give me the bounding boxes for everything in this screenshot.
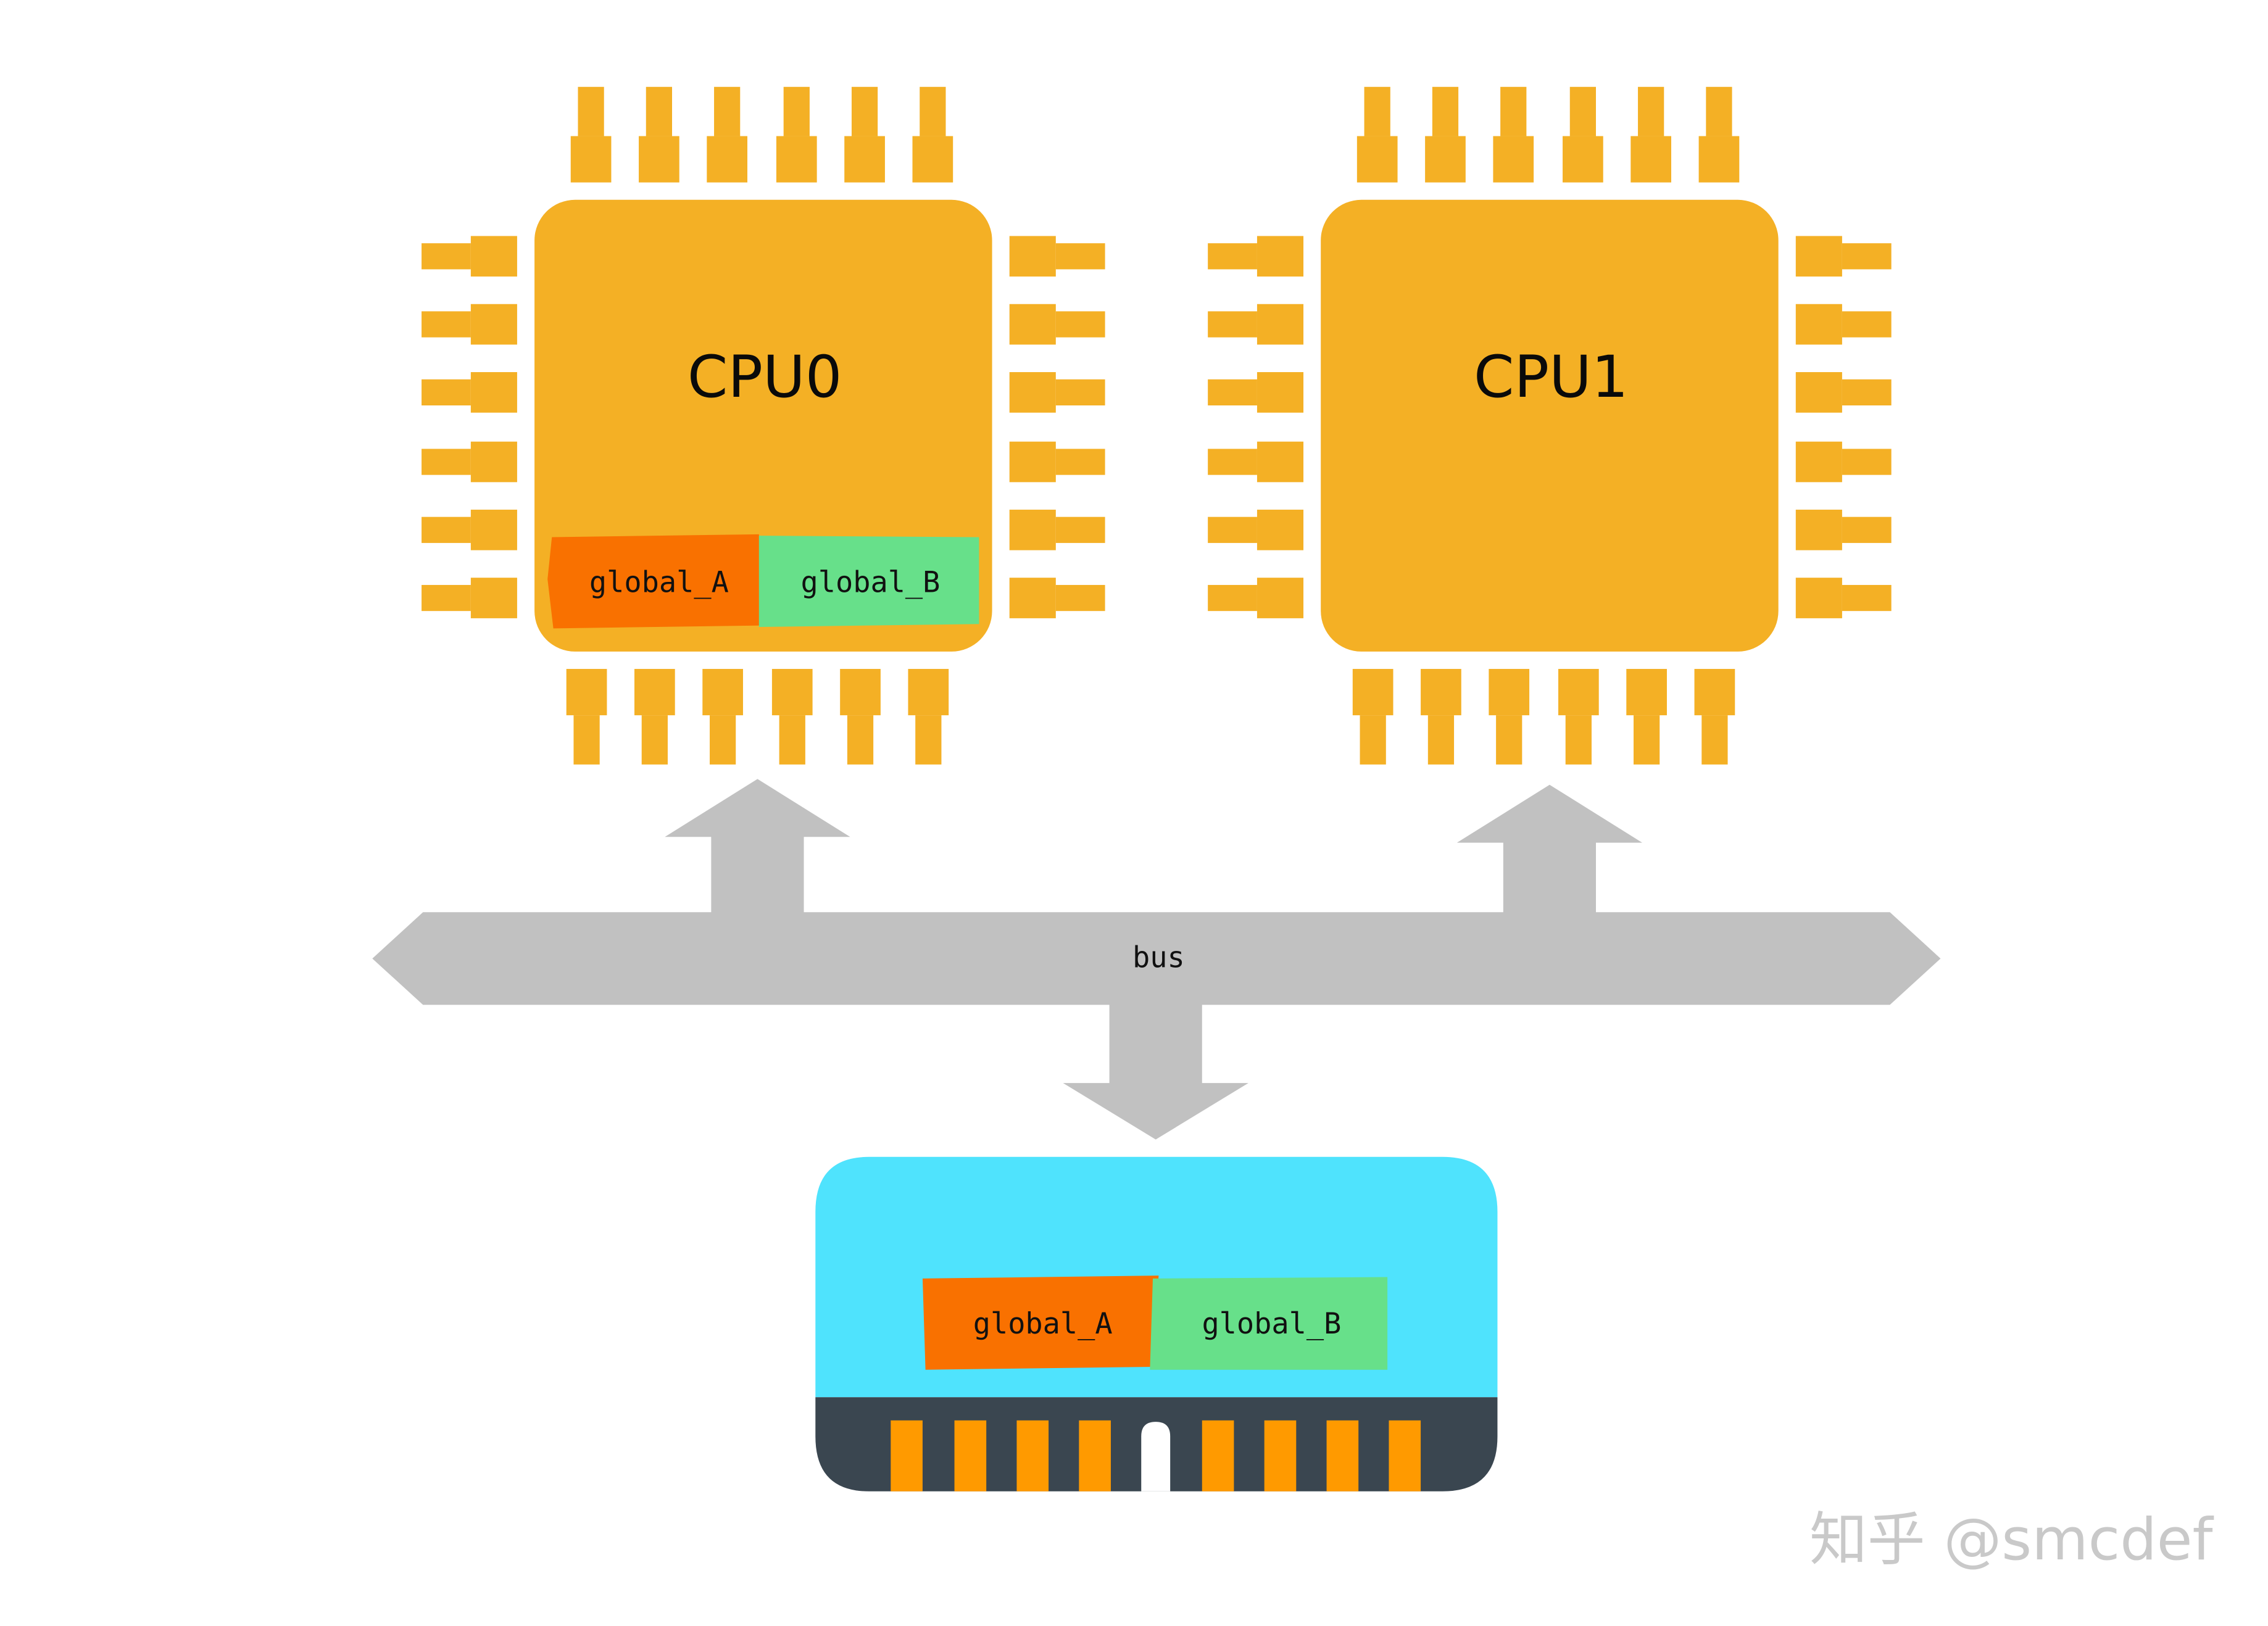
- bus-arrow-to-memory: [1063, 1003, 1248, 1140]
- cpu0-chip: CPU0 global_A global_B: [422, 86, 1105, 765]
- cpu1-bottom-pins: [1352, 669, 1735, 765]
- memory-global-b-cell: [1150, 1277, 1388, 1370]
- memory-global-a-label: global_A: [973, 1307, 1113, 1341]
- memory-notch: [1141, 1422, 1171, 1491]
- bus-label: bus: [1132, 940, 1185, 974]
- cpu1-right-pins: [1795, 236, 1892, 618]
- main-memory: global_A global_B: [815, 1156, 1498, 1491]
- cpu0-global-a-label: global_A: [589, 566, 729, 600]
- cpu0-top-pins: [570, 86, 953, 183]
- cpu0-label: CPU0: [687, 344, 842, 411]
- bus-bar: [372, 912, 1941, 1005]
- memory-global-a-cell: [922, 1275, 1159, 1370]
- cpu0-global-b-label: global_B: [800, 566, 940, 600]
- bus-arrow-to-cpu0: [665, 779, 850, 914]
- cpu1-label: CPU1: [1474, 344, 1629, 411]
- cpu0-left-pins: [422, 236, 517, 618]
- cpu1-body: [1321, 199, 1779, 652]
- system-bus: bus: [372, 779, 1941, 1140]
- cpu0-global-b-cell: [758, 536, 979, 627]
- cpu0-global-a-cell: [547, 534, 762, 629]
- memory-contacts: [891, 1420, 1421, 1491]
- memory-cache-line: global_A global_B: [922, 1275, 1388, 1370]
- cpu1-top-pins: [1356, 86, 1740, 183]
- bus-arrow-to-cpu1: [1456, 784, 1643, 914]
- cpu0-cache-line: global_A global_B: [547, 534, 979, 629]
- watermark: 知乎 @smcdef: [1809, 1506, 2214, 1574]
- cpu0-bottom-pins: [566, 669, 949, 765]
- memory-global-b-label: global_B: [1202, 1307, 1341, 1341]
- cpu1-left-pins: [1208, 236, 1304, 618]
- cpu1-chip: CPU1: [1208, 86, 1892, 765]
- cpu0-right-pins: [1009, 236, 1105, 618]
